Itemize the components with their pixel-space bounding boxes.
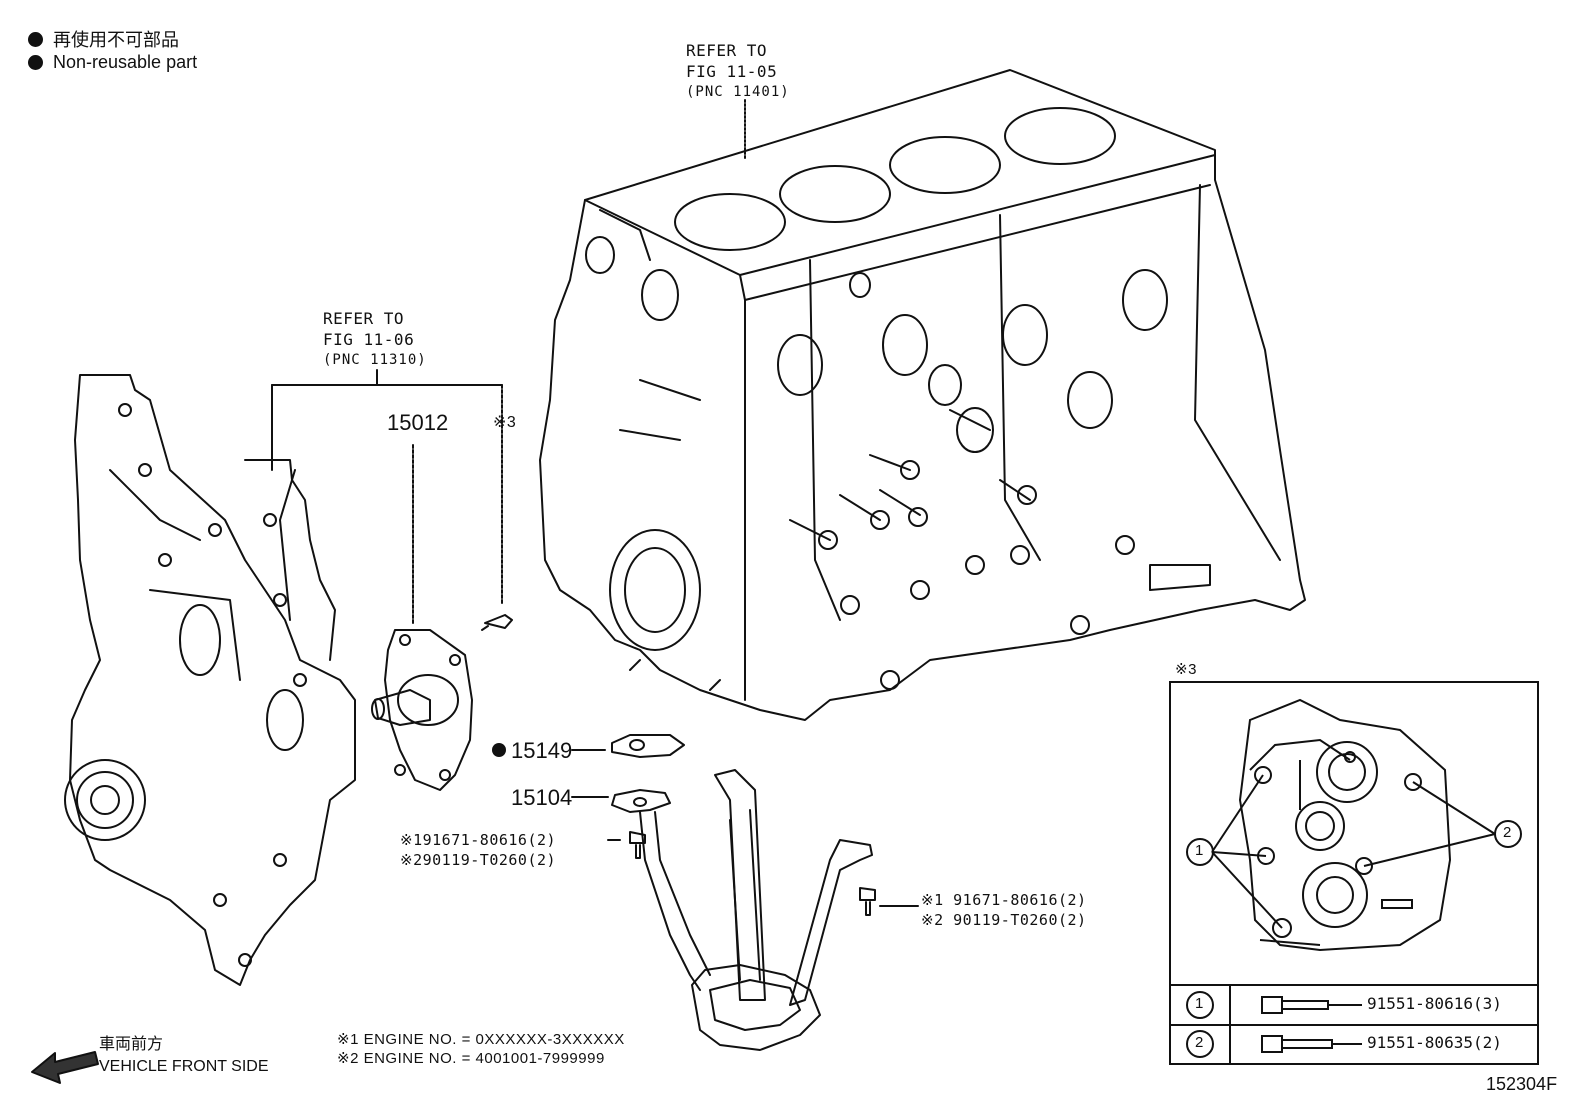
cylinder-block-drawing — [539, 69, 1306, 721]
part-label-strainer[interactable]: 15104 — [511, 785, 573, 810]
detail-callout-1: 1 — [1195, 842, 1204, 859]
bolt-callout-left-line2[interactable]: ※290119-T0260(2) — [400, 851, 557, 869]
refer-block-line2: FIG 11-05 — [686, 62, 778, 81]
table-row-ref: 1 — [1195, 995, 1204, 1012]
legend-japanese: 再使用不可部品 — [28, 26, 179, 52]
bullet-icon — [28, 55, 43, 70]
part-label-water-pump[interactable]: 15012 — [387, 410, 449, 435]
bolt-callout-right: ※1 91671-80616(2) ※2 90119-T0260(2) — [921, 890, 1087, 930]
refer-block-pnc: (PNC 11401) — [686, 84, 790, 100]
table-row-ref: 2 — [1195, 1034, 1204, 1051]
vehicle-front-side-label: 車両前方 VEHICLE FRONT SIDE — [99, 1034, 269, 1078]
bolt-callout-left: ※191671-80616(2) ※290119-T0260(2) — [400, 830, 556, 870]
refer-cover-line1: REFER TO — [323, 309, 405, 328]
refer-cover-note: REFER TO FIG 11-06 (PNC 11310) — [323, 308, 427, 371]
bolt-callout-left-line1[interactable]: ※191671-80616(2) — [400, 831, 557, 849]
bolt-callout-right-line1[interactable]: ※1 91671-80616(2) — [921, 891, 1087, 909]
note3-mark: ※3 — [493, 414, 517, 431]
detail-box-drawing — [1169, 681, 1539, 1065]
detail-box-title: ※3 — [1175, 661, 1197, 678]
bolt-callout-right-line2[interactable]: ※2 90119-T0260(2) — [921, 911, 1087, 929]
water-pump-drawing — [371, 629, 473, 791]
refer-cover-pnc: (PNC 11310) — [323, 352, 427, 368]
part-label-gasket[interactable]: 15149 — [511, 738, 573, 763]
front-side-ja: 車両前方 — [99, 1036, 164, 1053]
refer-block-line1: REFER TO — [686, 41, 768, 60]
engine-note-1: ※1 ENGINE NO. = 0XXXXXX-3XXXXXX — [337, 1031, 625, 1048]
front-side-en: VEHICLE FRONT SIDE — [99, 1058, 269, 1075]
table-row-part-number[interactable]: 91551-80616(3) — [1367, 994, 1502, 1013]
non-reusable-marker — [492, 743, 506, 757]
legend-english: Non-reusable part — [28, 52, 197, 73]
legend-en-label: Non-reusable part — [53, 52, 198, 72]
refer-cover-line2: FIG 11-06 — [323, 330, 415, 349]
legend-ja-label: 再使用不可部品 — [53, 30, 179, 50]
figure-id: 152304F — [1486, 1074, 1558, 1094]
bullet-icon — [28, 31, 43, 47]
engine-note-2: ※2 ENGINE NO. = 4001001-7999999 — [337, 1050, 605, 1067]
detail-callout-2: 2 — [1503, 824, 1512, 841]
refer-block-note: REFER TO FIG 11-05 (PNC 11401) — [686, 40, 790, 103]
timing-cover-drawing — [64, 374, 356, 986]
engine-number-notes: ※1 ENGINE NO. = 0XXXXXX-3XXXXXX ※2 ENGIN… — [337, 1030, 625, 1068]
table-row-part-number[interactable]: 91551-80635(2) — [1367, 1033, 1502, 1052]
